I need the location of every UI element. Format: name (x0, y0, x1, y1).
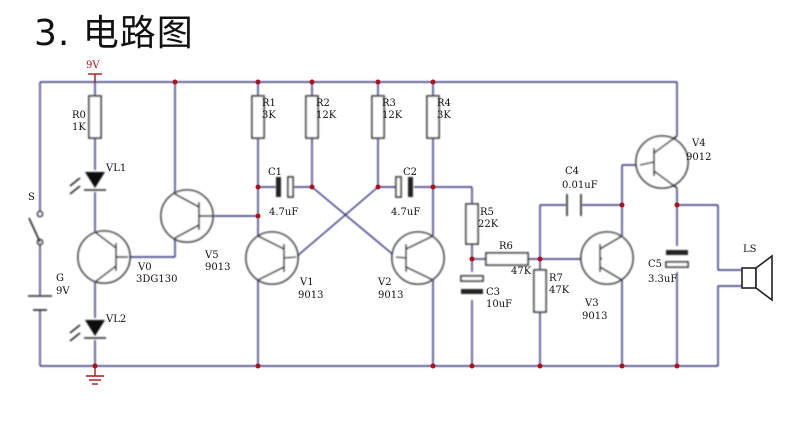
transistor-v3: V3 9013 (580, 231, 634, 322)
svg-text:R3: R3 (382, 98, 396, 109)
capacitor-c2: C2 4.7uF (391, 167, 420, 218)
svg-text:R2: R2 (316, 98, 330, 109)
led-vl1: VL1 (69, 163, 126, 195)
svg-text:V0: V0 (137, 262, 152, 273)
resistor-r6: R6 47K (485, 241, 532, 277)
page-title: 3. 电路图 (34, 13, 194, 54)
svg-text:22K: 22K (478, 219, 499, 230)
svg-text:LS: LS (743, 244, 757, 255)
svg-text:R4: R4 (437, 98, 451, 109)
led-vl2: VL2 (69, 314, 126, 342)
svg-text:VL1: VL1 (105, 163, 126, 174)
resistor-r4: R4 3K (426, 95, 451, 139)
svg-text:C1: C1 (268, 167, 282, 178)
resistor-r5: R5 22K (465, 203, 499, 245)
svg-text:C2: C2 (403, 167, 417, 178)
ground-symbol (86, 366, 104, 385)
transistor-v4: V4 9012 (635, 135, 711, 189)
wires (39, 81, 742, 367)
svg-text:47K: 47K (549, 285, 570, 296)
speaker-ls: LS (741, 244, 773, 302)
svg-text:V5: V5 (204, 250, 219, 261)
svg-text:3DG130: 3DG130 (136, 274, 177, 285)
svg-text:V4: V4 (691, 138, 706, 149)
resistor-r2: R2 12K (305, 95, 337, 139)
svg-text:9013: 9013 (582, 311, 607, 322)
svg-text:R7: R7 (549, 273, 563, 284)
svg-text:9013: 9013 (298, 290, 323, 301)
svg-text:C5: C5 (648, 259, 662, 270)
svg-text:V3: V3 (584, 298, 599, 309)
svg-text:V1: V1 (299, 277, 314, 288)
svg-text:V2: V2 (377, 277, 392, 288)
capacitor-c1: C1 4.7uF (268, 167, 298, 218)
transistor-v2: V2 9013 (377, 231, 445, 301)
svg-text:C4: C4 (565, 166, 579, 177)
svg-text:47K: 47K (511, 266, 532, 277)
capacitor-c3: C3 10uF (460, 275, 512, 310)
supply-label: 9V (86, 60, 100, 71)
svg-text:VL2: VL2 (105, 314, 126, 325)
svg-text:9012: 9012 (686, 152, 711, 163)
svg-text:4.7uF: 4.7uF (391, 207, 420, 218)
battery-value: 9V (56, 286, 70, 297)
svg-text:4.7uF: 4.7uF (269, 207, 298, 218)
svg-text:R5: R5 (480, 207, 494, 218)
switch-s: S (28, 192, 44, 246)
svg-text:0.01uF: 0.01uF (562, 180, 598, 191)
resistor-r1: R1 3K (251, 95, 276, 139)
svg-text:9013: 9013 (378, 290, 403, 301)
svg-text:3K: 3K (262, 110, 276, 121)
capacitor-c5: C5 3.3uF (648, 250, 689, 285)
supply-terminal: 9V (86, 60, 102, 82)
svg-text:R1: R1 (262, 98, 276, 109)
transistor-v0: V0 3DG130 (77, 230, 177, 285)
svg-text:R6: R6 (499, 241, 513, 252)
transistor-v1: V1 9013 (245, 231, 323, 301)
resistor-r0: R0 1K (72, 95, 102, 139)
battery-g: G 9V (28, 273, 70, 311)
svg-text:3.3uF: 3.3uF (648, 274, 677, 285)
svg-text:C3: C3 (486, 287, 500, 298)
resistor-r3: R3 12K (371, 95, 403, 139)
battery-name: G (56, 273, 64, 284)
svg-text:10uF: 10uF (486, 299, 512, 310)
svg-text:12K: 12K (382, 110, 403, 121)
svg-text:1K: 1K (72, 122, 86, 133)
svg-text:12K: 12K (316, 110, 337, 121)
switch-label: S (28, 192, 35, 203)
junction-dots (92, 79, 680, 369)
transistor-v5: V5 9013 (160, 189, 230, 273)
capacitor-c4: C4 0.01uF (562, 166, 598, 216)
resistor-r7: R7 47K (533, 269, 570, 313)
svg-text:9013: 9013 (205, 262, 230, 273)
svg-text:R0: R0 (72, 110, 86, 121)
svg-text:3K: 3K (437, 110, 451, 121)
